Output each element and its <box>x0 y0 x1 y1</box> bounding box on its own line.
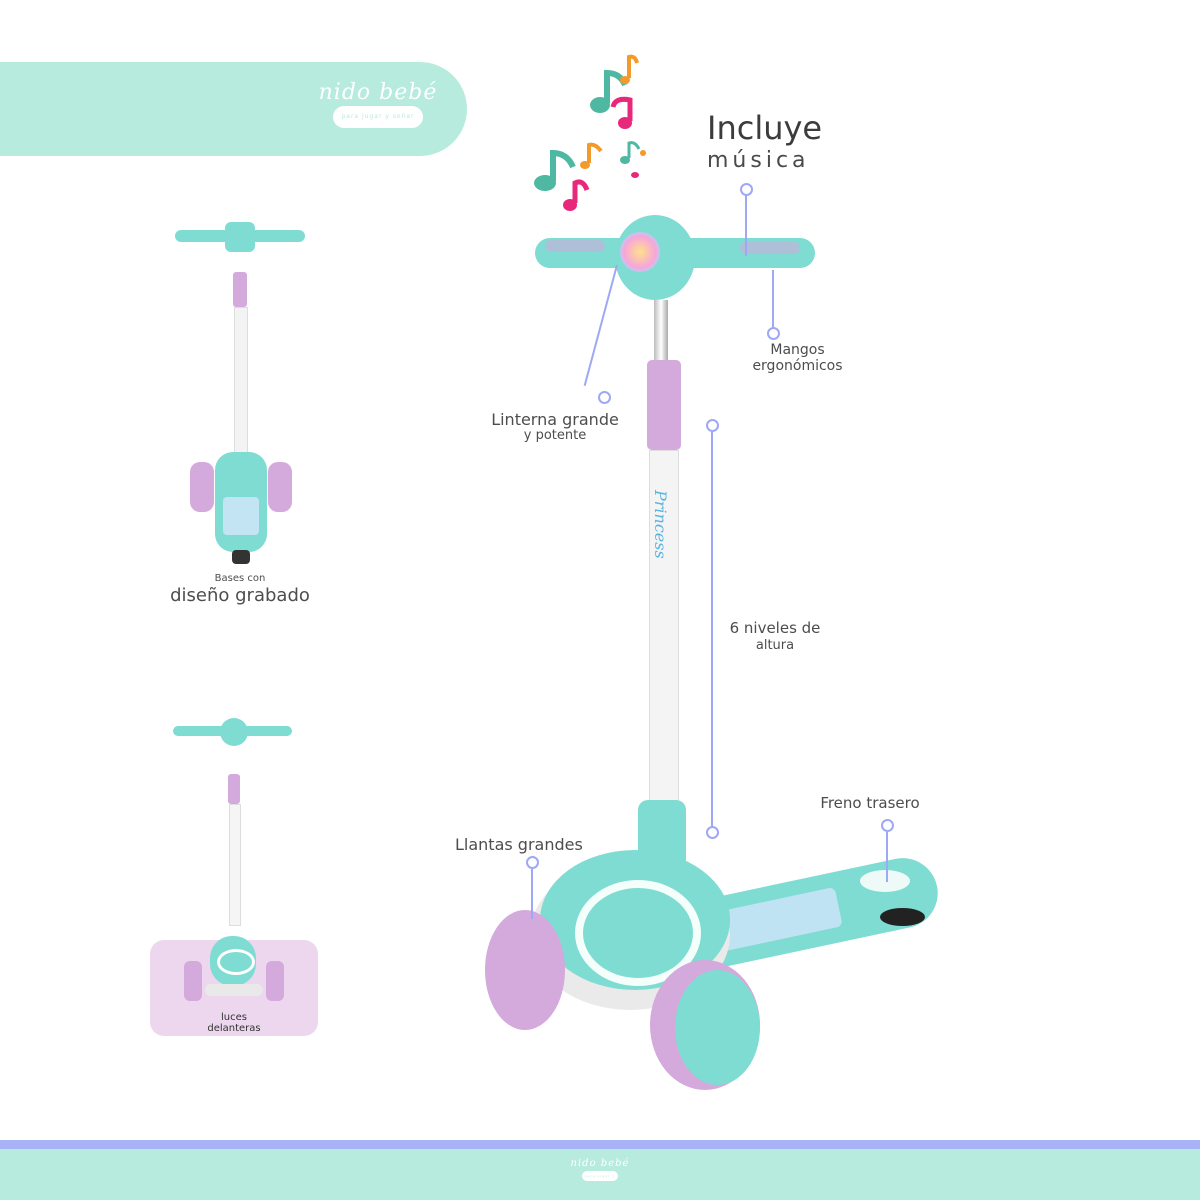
thumbnail-bottom-caption: luces delanteras <box>150 1012 318 1034</box>
callout-height: 6 niveles de altura <box>715 620 835 654</box>
brand-logo: nido bebé para jugar y soñar <box>318 82 438 128</box>
thumbnail-top-caption-large: diseño grabado <box>170 585 310 606</box>
main-scooter-image: Princess <box>440 215 960 1100</box>
headline-subtitle: música <box>707 148 810 173</box>
callout-dot <box>706 419 719 432</box>
callout-flashlight-line1: Linterna grande <box>491 410 619 429</box>
music-note-icon <box>534 149 576 191</box>
callout-height-line2: altura <box>755 638 795 653</box>
thumbnail-front-view <box>170 716 295 1006</box>
thumbnail-rear-view <box>170 222 310 567</box>
music-note-icon <box>610 96 633 129</box>
footer-logo: nido bebé para jugar y soñar <box>568 1158 632 1189</box>
callout-handles: Mangos ergonómicos <box>735 342 860 374</box>
callout-dot <box>526 856 539 869</box>
music-note-icon <box>563 179 590 211</box>
callout-handles-line2: ergonómicos <box>752 358 843 374</box>
stem-brand-text: Princess <box>651 490 670 559</box>
music-note-icon <box>590 69 628 113</box>
footer-brand-name: nido bebé <box>570 1158 630 1169</box>
thumbnail-bottom-caption-line2: delanteras <box>207 1023 261 1034</box>
callout-handles-line1: Mangos <box>770 342 825 358</box>
header-band: nido bebé para jugar y soñar <box>0 62 467 156</box>
callout-flashlight: Linterna grande y potente <box>475 412 635 444</box>
headline-title: Incluye <box>707 109 823 147</box>
callout-dot <box>706 826 719 839</box>
callout-line <box>886 832 888 882</box>
music-notes-icon <box>534 54 646 211</box>
callout-flashlight-line2: y potente <box>523 428 587 443</box>
callout-dot <box>598 391 611 404</box>
callout-brake: Freno trasero <box>820 794 920 812</box>
footer-band: nido bebé para jugar y soñar <box>0 1149 1200 1200</box>
callout-dot <box>881 819 894 832</box>
brand-name: nido bebé <box>318 80 438 105</box>
thumbnail-top-caption-small: Bases con <box>214 573 266 584</box>
footer-brand-tagline: para jugar y soñar <box>582 1171 618 1188</box>
music-note-icon <box>620 141 646 178</box>
callout-line <box>745 196 747 256</box>
thumbnail-bottom-caption-line1: luces <box>221 1012 247 1023</box>
music-note-icon <box>580 142 603 169</box>
footer-divider <box>0 1140 1200 1149</box>
music-note-icon <box>620 54 639 84</box>
brand-tagline: para jugar y soñar <box>333 106 423 128</box>
callout-height-line1: 6 niveles de <box>729 619 821 637</box>
callout-dot <box>740 183 753 196</box>
callout-line <box>711 432 713 827</box>
callout-line <box>772 270 774 328</box>
callout-line <box>531 869 533 919</box>
callout-dot <box>767 327 780 340</box>
callout-wheels: Llantas grandes <box>455 835 583 854</box>
